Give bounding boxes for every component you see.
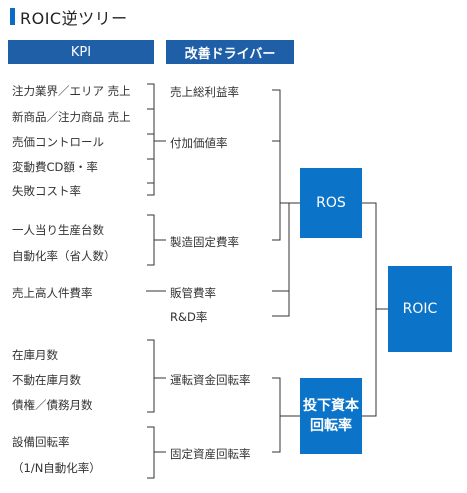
kpi-item: 一人当り生産台数 <box>12 223 104 237</box>
kpi-item: 債権／債務月数 <box>12 398 93 412</box>
driver-item: 売上総利益率 <box>170 85 239 99</box>
kpi-header: KPI <box>8 40 154 64</box>
driver-item: R&D率 <box>170 310 208 324</box>
invested-capital-turnover-line2: 回転率 <box>310 418 352 434</box>
kpi-item: 売価コントロール <box>12 135 104 149</box>
kpi-item: 設備回転率 <box>12 435 70 449</box>
driver-item: 運転資金回転率 <box>170 373 251 387</box>
driver-header: 改善ドライバー <box>166 40 294 64</box>
page-title: ROIC逆ツリー <box>20 9 128 28</box>
kpi-item: 失敗コスト率 <box>12 184 81 198</box>
kpi-item: （1/N自動化率） <box>12 461 101 475</box>
kpi-item: 売上高人件費率 <box>12 286 93 300</box>
driver-item: 付加価値率 <box>170 136 228 150</box>
title-accent-bar <box>10 8 15 25</box>
kpi-item: 在庫月数 <box>12 348 58 362</box>
invested-capital-turnover-line1: 投下資本 <box>303 398 359 414</box>
kpi-item: 注力業界／エリア 売上 <box>12 84 131 98</box>
kpi-item: 不動在庫月数 <box>12 373 81 387</box>
invested-capital-turnover-box: 投下資本 回転率 <box>300 378 362 454</box>
kpi-item: 自動化率（省人数） <box>12 249 116 263</box>
ros-box: ROS <box>300 168 362 238</box>
roic-box: ROIC <box>388 266 452 352</box>
driver-item: 製造固定費率 <box>170 235 239 249</box>
kpi-item: 変動費CD額・率 <box>12 160 98 174</box>
kpi-item: 新商品／注力商品 売上 <box>12 110 131 124</box>
driver-item: 販管費率 <box>170 286 216 300</box>
driver-item: 固定資産回転率 <box>170 447 251 461</box>
